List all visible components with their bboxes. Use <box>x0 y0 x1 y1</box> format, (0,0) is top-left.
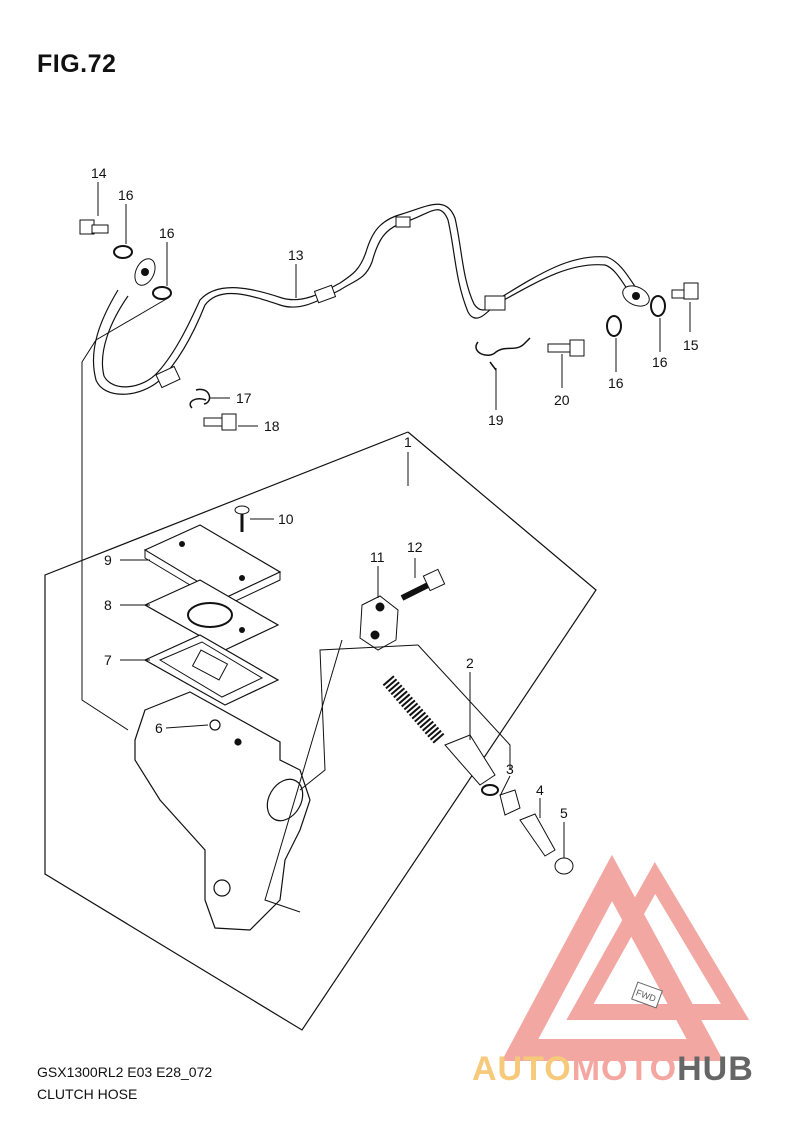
callout-17: 17 <box>236 390 252 406</box>
watermark-part-hub: HUB <box>677 1050 754 1088</box>
callout-16a: 16 <box>118 187 134 203</box>
callout-13: 13 <box>288 247 304 263</box>
figure-title: FIG.72 <box>37 50 117 78</box>
callout-2: 2 <box>466 655 474 671</box>
callout-16b: 16 <box>159 225 175 241</box>
circlip-3 <box>481 784 499 796</box>
piston-2 <box>444 734 496 786</box>
holder-11 <box>359 595 399 651</box>
callout-16c: 16 <box>652 354 668 370</box>
callout-15: 15 <box>683 337 699 353</box>
push-rod-4 <box>519 813 556 857</box>
callout-4: 4 <box>536 782 544 798</box>
callout-9: 9 <box>104 552 112 568</box>
clamp-19 <box>475 337 531 371</box>
screw-10 <box>234 505 250 532</box>
watermark-wordmark: AUTOMOTOHUB <box>472 1050 754 1089</box>
callout-16d: 16 <box>608 375 624 391</box>
callout-5: 5 <box>560 805 568 821</box>
watermark-part-moto: MOTO <box>571 1050 678 1088</box>
boot-3 <box>499 789 521 816</box>
model-code: GSX1300RL2 E03 E28_072 <box>37 1064 213 1080</box>
section-name: CLUTCH HOSE <box>37 1086 138 1102</box>
banjo-bolt-14 <box>79 219 109 235</box>
callout-19: 19 <box>488 412 504 428</box>
washer-16d <box>650 295 666 317</box>
washer-16b <box>152 286 172 300</box>
master-cylinder-body <box>134 691 311 931</box>
watermark-logo-icon: FWD <box>501 854 750 1061</box>
bolt-12 <box>400 568 446 601</box>
bolt-18 <box>203 413 237 431</box>
bolt-20 <box>547 339 585 357</box>
callout-14: 14 <box>91 165 107 181</box>
assembly-frame <box>44 431 597 1031</box>
callout-11: 11 <box>370 549 385 565</box>
callout-3: 3 <box>506 761 514 777</box>
callout-20: 20 <box>554 392 570 408</box>
washer-16c <box>606 315 622 337</box>
callout-18: 18 <box>264 418 280 434</box>
plate-8 <box>143 579 280 651</box>
washer-16a <box>113 245 133 259</box>
callout-10: 10 <box>278 511 294 527</box>
clutch-hose <box>92 203 637 395</box>
callout-8: 8 <box>104 597 112 613</box>
banjo-bolt-15 <box>671 282 699 300</box>
cap-5 <box>554 857 574 875</box>
watermark-part-auto: AUTO <box>472 1050 572 1088</box>
spring-2 <box>382 675 446 745</box>
callout-12: 12 <box>407 539 423 555</box>
fwd-arrow-icon: FWD <box>631 981 663 1009</box>
screw-6 <box>209 719 221 731</box>
callout-7: 7 <box>104 652 112 668</box>
callout-6: 6 <box>155 720 163 736</box>
diaphragm-7 <box>143 634 280 706</box>
callout-1: 1 <box>404 434 412 450</box>
clip-17 <box>189 388 211 409</box>
